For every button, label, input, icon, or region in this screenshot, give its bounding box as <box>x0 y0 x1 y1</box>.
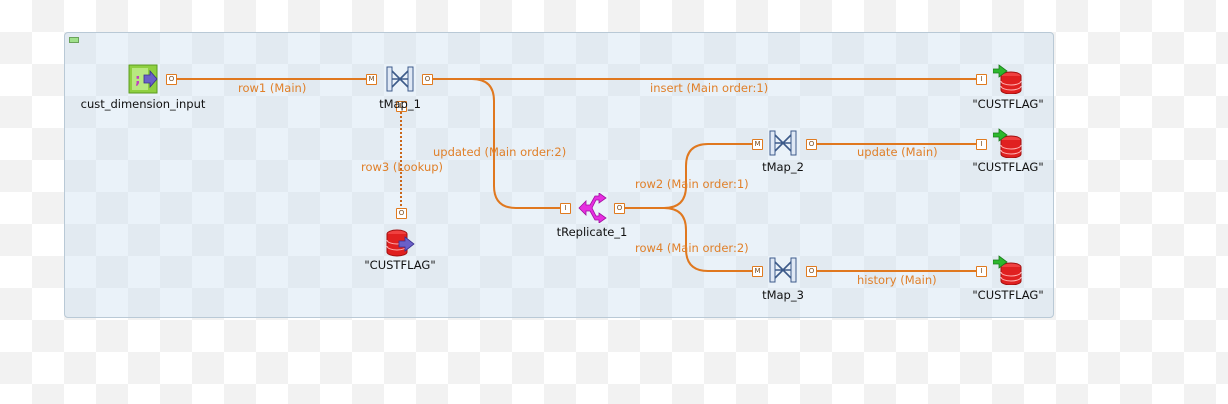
port-tmap1-in[interactable]: M <box>366 74 377 85</box>
file-input-icon: ; <box>128 64 158 94</box>
database-output-icon <box>992 128 1022 159</box>
out-history-component[interactable] <box>992 255 1023 286</box>
svg-text:;: ; <box>135 72 141 88</box>
tmap3-label[interactable]: tMap_3 <box>762 288 804 302</box>
port-out-update-in[interactable]: I <box>976 139 987 150</box>
replicate-icon <box>578 192 607 224</box>
link-row4 <box>663 207 752 272</box>
link-label-update[interactable]: update (Main) <box>857 145 938 159</box>
tmap-icon <box>769 257 797 283</box>
out-history-label[interactable]: "CUSTFLAG" <box>972 288 1044 302</box>
port-tmap2-in[interactable]: M <box>752 139 763 150</box>
link-label-insert[interactable]: insert (Main order:1) <box>650 81 769 95</box>
port-replicate-in[interactable]: I <box>560 203 571 214</box>
database-output-icon <box>992 64 1022 95</box>
tmap2-component[interactable] <box>768 128 798 158</box>
replicate-label[interactable]: tReplicate_1 <box>556 225 628 239</box>
tmap2-label[interactable]: tMap_2 <box>762 160 804 174</box>
database-input-icon <box>386 229 415 257</box>
port-out-insert-in[interactable]: I <box>976 74 987 85</box>
database-output-icon <box>992 255 1022 286</box>
tmap1-label[interactable]: tMap_1 <box>379 97 421 111</box>
port-out-history-in[interactable]: I <box>976 266 987 277</box>
link-label-row4[interactable]: row4 (Main order:2) <box>635 241 749 255</box>
subjob-collapse-toggle[interactable] <box>69 37 79 43</box>
lookup-db-component[interactable] <box>385 228 415 258</box>
port-tmap1-out[interactable]: O <box>422 74 433 85</box>
port-replicate-out[interactable]: O <box>614 203 625 214</box>
port-tmap2-out[interactable]: O <box>806 139 817 150</box>
tmap3-component[interactable] <box>768 255 798 285</box>
port-lookup-db-out[interactable]: O <box>396 208 407 219</box>
link-label-row1[interactable]: row1 (Main) <box>238 81 307 95</box>
out-insert-component[interactable] <box>992 64 1023 95</box>
tmap-icon <box>769 130 797 156</box>
out-insert-label[interactable]: "CUSTFLAG" <box>972 97 1044 111</box>
link-row2 <box>624 143 752 209</box>
lookup-db-label[interactable]: "CUSTFLAG" <box>364 258 436 272</box>
input-component-label[interactable]: cust_dimension_input <box>80 97 206 111</box>
port-tmap1-lookup[interactable]: L <box>396 101 407 112</box>
link-label-history[interactable]: history (Main) <box>857 273 937 287</box>
tmap1-component[interactable] <box>385 64 415 94</box>
input-component[interactable]: ; <box>128 64 158 94</box>
port-tmap3-in[interactable]: M <box>752 266 763 277</box>
port-input-out[interactable]: O <box>166 74 177 85</box>
out-update-label[interactable]: "CUSTFLAG" <box>972 160 1044 174</box>
tmap-icon <box>386 66 414 92</box>
link-label-row2[interactable]: row2 (Main order:1) <box>635 177 749 191</box>
replicate-component[interactable] <box>577 192 607 224</box>
out-update-component[interactable] <box>992 128 1023 159</box>
port-tmap3-out[interactable]: O <box>806 266 817 277</box>
link-updated <box>432 78 560 209</box>
link-label-updated[interactable]: updated (Main order:2) <box>433 145 567 159</box>
link-label-row3[interactable]: row3 (Lookup) <box>361 160 444 174</box>
